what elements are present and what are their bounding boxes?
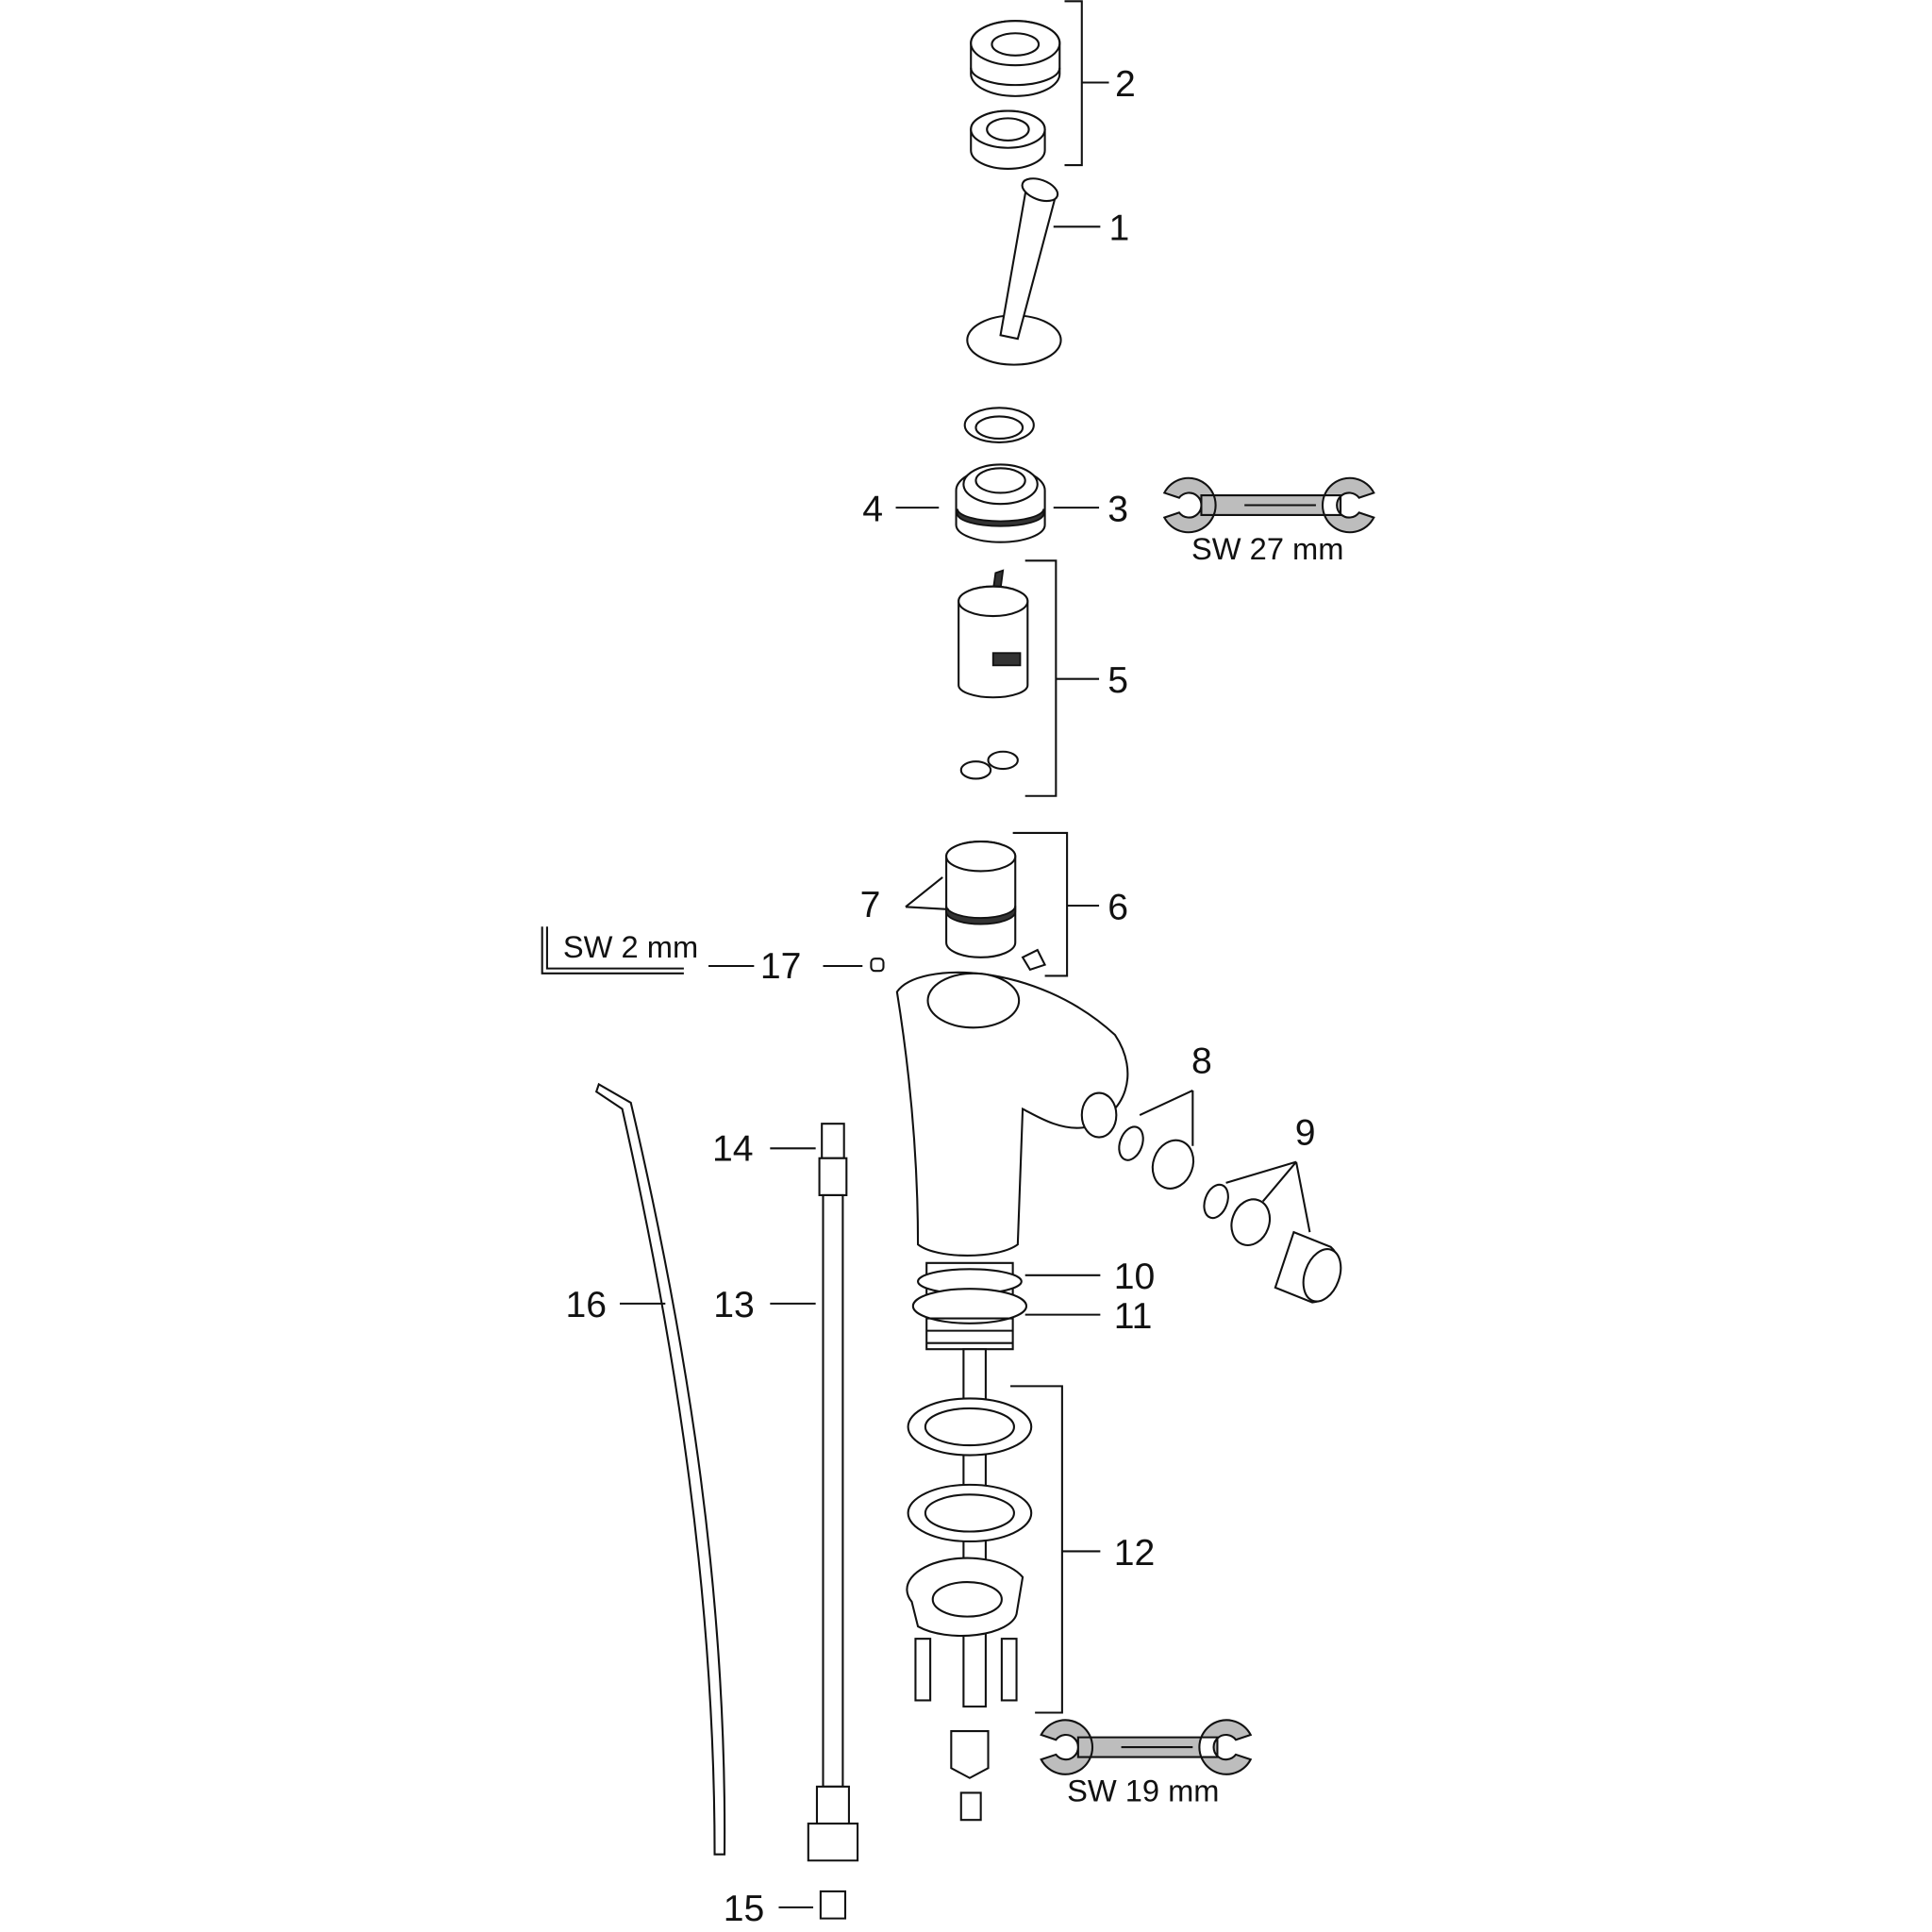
label-5: 5 xyxy=(1108,660,1128,701)
wrench-19-icon xyxy=(1040,1719,1253,1775)
label-17: 17 xyxy=(760,946,802,987)
part-5-cartridge xyxy=(958,569,1029,780)
label-1: 1 xyxy=(1109,208,1130,249)
label-sw-2: SW 2 mm xyxy=(563,929,698,964)
bracket-5 xyxy=(1024,559,1100,797)
label-4: 4 xyxy=(862,489,883,529)
hex-key-2-icon xyxy=(541,926,684,974)
part-3-4-nut xyxy=(955,407,1046,543)
label-16: 16 xyxy=(566,1285,608,1325)
label-14: 14 xyxy=(712,1128,754,1169)
label-9: 9 xyxy=(1295,1112,1316,1153)
wrench-27-icon xyxy=(1162,476,1375,534)
part-6-7-diverter xyxy=(945,841,1047,972)
label-6: 6 xyxy=(1108,887,1128,927)
label-11: 11 xyxy=(1114,1296,1153,1337)
part-16-rod xyxy=(594,1082,726,1856)
bracket-12 xyxy=(1010,1385,1101,1714)
label-8: 8 xyxy=(1191,1041,1212,1082)
label-12: 12 xyxy=(1114,1533,1156,1574)
label-7: 7 xyxy=(860,885,881,925)
part-1-lever xyxy=(966,177,1062,366)
label-15: 15 xyxy=(724,1889,765,1929)
label-sw-19: SW 19 mm xyxy=(1067,1774,1219,1808)
part-13-14-hose xyxy=(807,1123,859,1920)
label-2: 2 xyxy=(1115,64,1136,105)
part-12-mounting-kit xyxy=(906,1348,1033,1822)
label-3: 3 xyxy=(1108,489,1128,529)
label-10: 10 xyxy=(1114,1257,1156,1297)
bracket-6 xyxy=(1012,831,1100,977)
part-2-rings xyxy=(970,20,1061,170)
faucet-body xyxy=(895,971,1129,1351)
part-8-9-aerator xyxy=(1118,1125,1342,1304)
part-17-grub-screw xyxy=(870,958,885,973)
label-sw-27: SW 27 mm xyxy=(1191,531,1343,566)
label-13: 13 xyxy=(713,1285,755,1325)
bracket-2 xyxy=(1064,0,1109,167)
